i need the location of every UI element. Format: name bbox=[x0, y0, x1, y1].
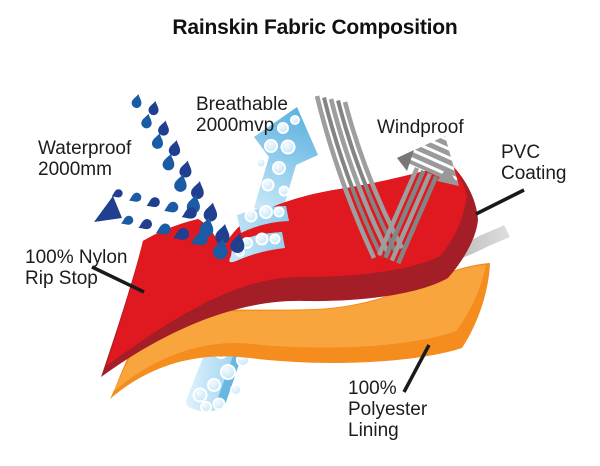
wind-streak-icon bbox=[314, 95, 377, 259]
wind-streak-icon bbox=[383, 169, 426, 259]
raindrop-icon bbox=[162, 200, 180, 216]
bubble-icon bbox=[230, 384, 242, 396]
bubble-icon bbox=[261, 178, 275, 192]
label-breathable: Breathable 2000mvp bbox=[196, 94, 288, 136]
bubble-icon bbox=[255, 157, 267, 169]
bubble-icon bbox=[280, 139, 296, 155]
raindrop-icon bbox=[136, 217, 154, 233]
bubble-icon bbox=[290, 115, 300, 125]
wind-streak-icon bbox=[376, 167, 420, 256]
breathable-arrow-icon bbox=[254, 107, 318, 216]
bubble-icon bbox=[220, 364, 236, 380]
label-nylon-ripstop: 100% Nylon Rip Stop bbox=[25, 247, 128, 289]
bubble-icon bbox=[255, 232, 269, 246]
wind-incoming-stripes-icon bbox=[314, 95, 405, 259]
raindrop-icon bbox=[140, 112, 154, 130]
raindrop-icon bbox=[178, 159, 194, 179]
label-windproof: Windproof bbox=[377, 117, 464, 138]
raindrop-icon bbox=[147, 99, 161, 117]
bubble-icon bbox=[207, 378, 221, 392]
raindrop-icon bbox=[130, 93, 144, 109]
wind-streak-icon bbox=[322, 97, 383, 257]
wind-streak-icon bbox=[342, 101, 405, 250]
raindrop-icon bbox=[127, 191, 143, 205]
page-title: Rainskin Fabric Composition bbox=[172, 16, 458, 39]
label-pvc-coating: PVC Coating bbox=[501, 142, 567, 184]
raindrop-icon bbox=[144, 195, 162, 211]
bubble-icon bbox=[244, 209, 258, 223]
wind-streak-icon bbox=[389, 172, 432, 262]
bubble-icon bbox=[212, 397, 226, 411]
raindrop-arrow-icon bbox=[94, 93, 247, 261]
raindrop-icon bbox=[167, 138, 183, 158]
label-polyester-lining: 100% Polyester Lining bbox=[348, 378, 428, 441]
raindrop-icon bbox=[202, 201, 220, 223]
bubble-icon bbox=[273, 206, 285, 218]
bubble-icon bbox=[278, 185, 290, 197]
raindrop-arrowhead bbox=[94, 196, 122, 222]
bubble-icon bbox=[264, 139, 278, 153]
leader-line-nylon bbox=[91, 265, 145, 294]
wind-deflected-arrow-icon bbox=[376, 136, 459, 265]
bubble-icon bbox=[259, 205, 273, 219]
leader-lines bbox=[91, 188, 525, 393]
bubble-icon bbox=[200, 401, 212, 413]
raindrop-icon bbox=[189, 179, 207, 201]
breathable-patches-icon bbox=[229, 205, 289, 263]
polyester-lining-layer bbox=[110, 263, 490, 399]
wind-streak-icon bbox=[396, 175, 439, 265]
bubble-icon bbox=[269, 233, 281, 245]
bubble-icon bbox=[272, 161, 286, 175]
bubble-icon bbox=[277, 122, 289, 134]
leader-line-pvc bbox=[475, 188, 525, 216]
wind-streak-icon bbox=[328, 98, 391, 255]
leader-line-polyester bbox=[402, 344, 431, 393]
raindrop-icon bbox=[119, 214, 135, 228]
bubble-icon bbox=[192, 387, 208, 403]
label-waterproof: Waterproof 2000mm bbox=[38, 138, 132, 180]
